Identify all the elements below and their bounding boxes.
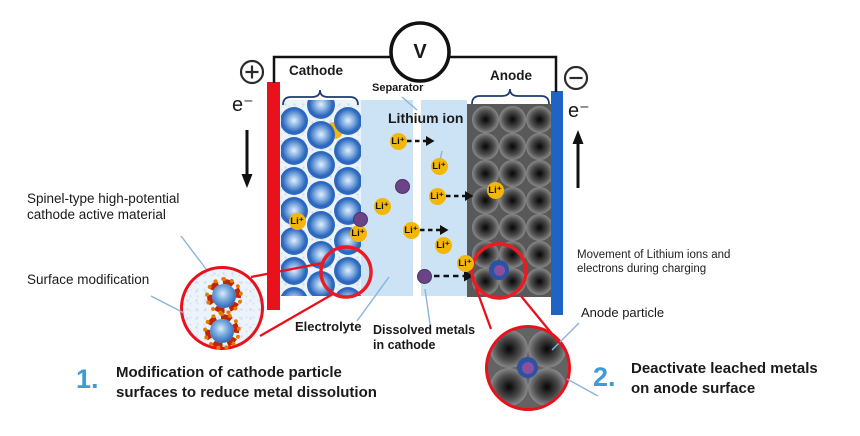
dissolved-metal-dot: [352, 211, 368, 227]
anode-particle: [471, 213, 499, 241]
cathode-particle: [334, 107, 361, 135]
electron-label-right: e⁻: [568, 100, 590, 122]
cathode-label: Cathode: [289, 63, 343, 78]
cathode-zoom-circle: [180, 266, 264, 350]
cathode-particle: [307, 151, 335, 179]
lithium-ion-label: Lithium ion: [388, 110, 464, 126]
lithium-ion-badge: Li⁺: [389, 132, 407, 150]
cathode-particle: [281, 107, 308, 135]
anode-particle: [498, 213, 526, 241]
spinel-line2: cathode active material: [27, 206, 166, 222]
cathode-current-collector: [267, 82, 280, 310]
dissolved-metal-dot: [416, 268, 432, 284]
anode-particle: [525, 132, 551, 160]
cathode-particle: [281, 287, 308, 296]
anode-particle: [498, 105, 526, 133]
anode-particle-label: Anode particle: [581, 305, 665, 320]
lithium-ion-badge: Li⁺: [288, 212, 306, 230]
anode-particle: [525, 105, 551, 133]
anode-particle: [525, 267, 551, 295]
callout-2-line2: on anode surface: [631, 379, 756, 397]
anode-particle: [525, 159, 551, 187]
lithium-ion-badge: Li⁺: [373, 197, 391, 215]
separator-band: [413, 100, 421, 296]
movement-line2: electrons during charging: [577, 262, 707, 275]
callout-2-number: 2.: [593, 362, 616, 392]
spinel-annotation: Spinel-type high-potential cathode activ…: [27, 191, 179, 223]
lithium-ion-badge: Li⁺: [486, 181, 504, 199]
voltmeter-label: V: [413, 41, 427, 63]
cathode-particle: [281, 137, 308, 165]
anode-current-collector: [551, 91, 563, 315]
electron-label-left: e⁻: [232, 94, 254, 116]
dissolved-metals-line2: in cathode: [373, 337, 436, 352]
cathode-particle: [281, 227, 308, 255]
modified-cathode-particle: [203, 312, 241, 350]
spinel-line1: Spinel-type high-potential: [27, 191, 180, 206]
anode-particle: [525, 240, 551, 268]
cathode-particle: [307, 121, 335, 149]
dissolved-metal-dot: [394, 178, 410, 194]
lithium-ion-badge: Li⁺: [456, 254, 474, 272]
deactivated-metal-deposit-zoomed: [517, 357, 538, 378]
dissolved-metals-line1: Dissolved metals: [373, 323, 476, 337]
callout-1-line2: surfaces to reduce metal dissolution: [116, 383, 377, 401]
cathode-particle: [307, 211, 335, 239]
dissolved-metals-label: Dissolved metals in cathode: [373, 323, 475, 353]
movement-line1: Movement of Lithium ions and: [577, 249, 731, 261]
anode-particle: [498, 132, 526, 160]
cathode-particle: [334, 167, 361, 195]
cathode-particle: [334, 137, 361, 165]
separator-label: Separator: [372, 82, 424, 94]
callout-1-text: Modification of cathode particle surface…: [116, 363, 377, 403]
surface-modification-annotation: Surface modification: [27, 272, 150, 287]
deactivated-metal-deposit: [489, 260, 509, 280]
callout-2-text: Deactivate leached metals on anode surfa…: [631, 359, 818, 399]
anode-particle: [525, 186, 551, 214]
anode-particle: [471, 132, 499, 160]
lithium-ion-badge: Li⁺: [349, 224, 367, 242]
anode-particle: [471, 105, 499, 133]
lithium-ion-badge: Li⁺: [430, 157, 448, 175]
callout-1-number: 1.: [76, 364, 99, 394]
electrolyte-label: Electrolyte: [295, 319, 362, 334]
lithium-ion-badge: Li⁺: [428, 187, 446, 205]
anode-particles: [467, 104, 551, 297]
cathode-particle: [307, 181, 335, 209]
anode-label: Anode: [490, 68, 532, 83]
lithium-ion-badge: Li⁺: [434, 236, 452, 254]
cathode-particle: [281, 167, 308, 195]
callout-2-line1: Deactivate leached metals: [631, 360, 818, 377]
anode-particle: [525, 213, 551, 241]
anode-particle: [498, 159, 526, 187]
callout-1-line1: Modification of cathode particle: [116, 364, 342, 381]
movement-annotation: Movement of Lithium ions and electrons d…: [577, 249, 730, 276]
lithium-ion-badge: Li⁺: [402, 221, 420, 239]
